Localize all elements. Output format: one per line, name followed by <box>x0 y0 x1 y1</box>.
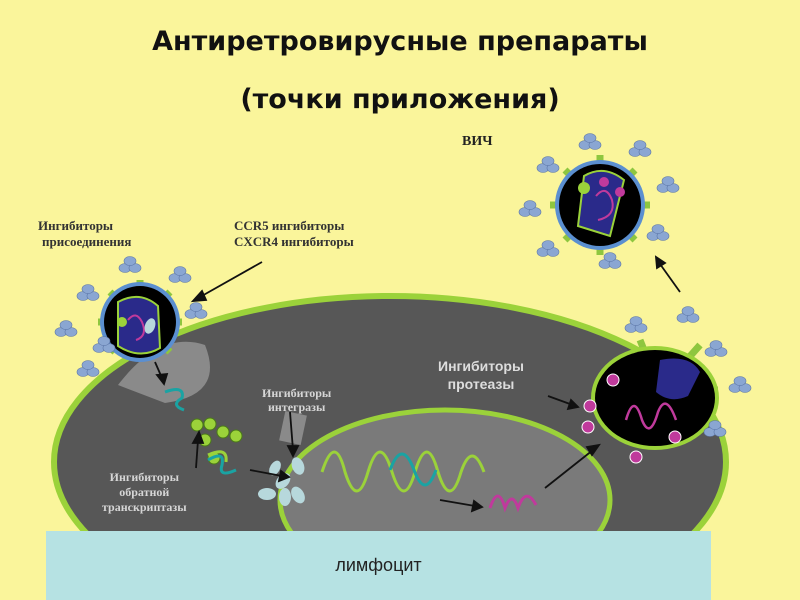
label-ccr5: CCR5 ингибиторы <box>234 218 345 233</box>
label-attachment-inhibitors: Ингибиторы присоединения <box>38 218 131 250</box>
cdna-strand <box>207 454 237 475</box>
host-dna <box>320 450 486 493</box>
label-rt-line-2: обратной <box>119 485 170 499</box>
arrows <box>154 255 681 513</box>
label-hiv: ВИЧ <box>462 134 493 149</box>
label-integrase-line-1: Ингибиторы <box>262 386 332 400</box>
label-attachment-line-2: присоединения <box>42 234 132 249</box>
virus-mature <box>518 133 680 269</box>
label-attachment-line-1: Ингибиторы <box>38 218 114 233</box>
label-protease-line-2: протеазы <box>447 376 515 392</box>
label-protease-line-1: Ингибиторы <box>438 358 524 374</box>
virus-attaching <box>54 256 208 377</box>
label-cxcr4: CXCR4 ингибиторы <box>234 234 354 249</box>
integrase-block <box>279 411 307 445</box>
label-coreceptor-inhibitors: CCR5 ингибиторы CXCR4 ингибиторы <box>234 218 354 250</box>
label-rt-line-1: Ингибиторы <box>109 470 179 484</box>
label-integrase-inhibitors: Ингибиторы интегразы <box>262 386 331 414</box>
transcribed-rna <box>488 494 538 513</box>
label-rt-inhibitors: Ингибиторы обратной транскриптазы <box>102 470 187 515</box>
lymphocyte-label: лимфоцит <box>335 555 422 575</box>
label-integrase-line-2: интегразы <box>267 400 326 414</box>
virus-budding <box>581 306 752 464</box>
label-protease-inhibitors: Ингибиторы протеазы <box>438 357 524 393</box>
entry-zone <box>118 341 210 403</box>
cdna-strand-green <box>207 450 228 463</box>
label-rt-line-3: транскриптазы <box>102 500 187 514</box>
rna-strand-entry <box>164 388 185 412</box>
integrated-dna <box>388 452 438 487</box>
title-line-2: (точки приложения) <box>240 84 560 115</box>
title-line-1: Антиретровирусные препараты <box>152 26 648 57</box>
lymphocyte-label-box: лимфоцит <box>46 531 711 600</box>
